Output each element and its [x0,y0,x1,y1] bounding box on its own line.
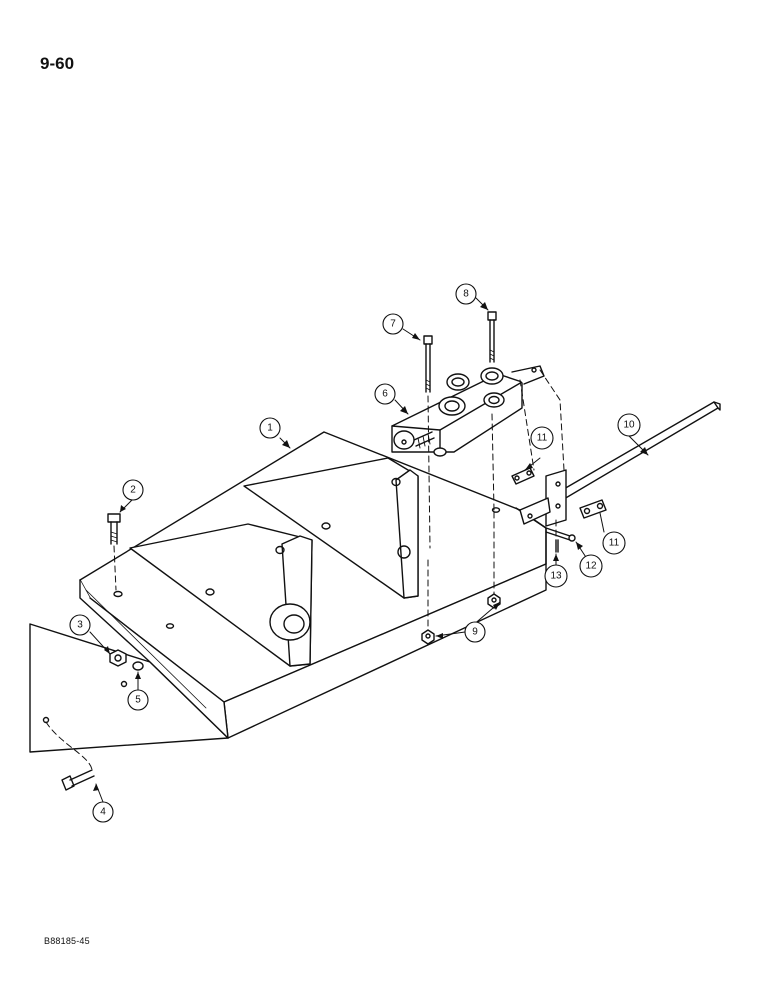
lock-washer-5 [132,661,144,671]
assembly-lines [45,369,565,771]
page-number: 9-60 [40,54,75,73]
callout-8: 8 [455,283,477,305]
pin-12 [545,527,576,542]
svg-text:3: 3 [77,620,83,631]
arrowheads [93,302,648,791]
svg-text:4: 4 [100,807,106,818]
bolt-2 [107,513,121,545]
callout-11a: 11 [530,426,554,450]
bolt-8 [487,311,497,363]
callout-12: 12 [579,554,603,578]
callout-9: 9 [464,621,486,643]
svg-text:9: 9 [472,627,478,638]
callout-13: 13 [544,564,568,588]
svg-text:10: 10 [623,420,635,431]
svg-text:1: 1 [267,423,273,434]
svg-text:5: 5 [135,695,141,706]
svg-text:11: 11 [609,538,620,549]
svg-text:8: 8 [463,289,469,300]
rear-gusset [243,457,419,599]
callout-7: 7 [382,313,404,335]
nut-9b [421,629,435,645]
callout-4: 4 [92,801,114,823]
control-valve [391,365,545,457]
bolt-7 [423,335,433,393]
callout-1: 1 [259,417,281,439]
svg-text:12: 12 [585,561,597,572]
callouts: 1 2 3 4 5 6 7 8 9 10 11 11 12 13 [69,283,641,823]
bolt-4 [61,769,95,791]
callout-10: 10 [617,413,641,437]
callout-3: 3 [69,614,91,636]
link-11a [511,467,535,485]
svg-text:11: 11 [537,433,548,444]
nut-3 [109,649,127,667]
svg-text:13: 13 [550,571,562,582]
callout-6: 6 [374,383,396,405]
callout-11b: 11 [602,531,626,555]
figure-code: B88185-45 [44,936,90,946]
svg-text:2: 2 [130,485,136,496]
svg-text:6: 6 [382,389,388,400]
link-11b [579,499,607,519]
pivot-boss [269,603,311,641]
callout-2: 2 [122,479,144,501]
svg-text:7: 7 [390,319,396,330]
callout-5: 5 [127,689,149,711]
cotter-13 [555,539,559,553]
link-bracket [519,469,567,527]
